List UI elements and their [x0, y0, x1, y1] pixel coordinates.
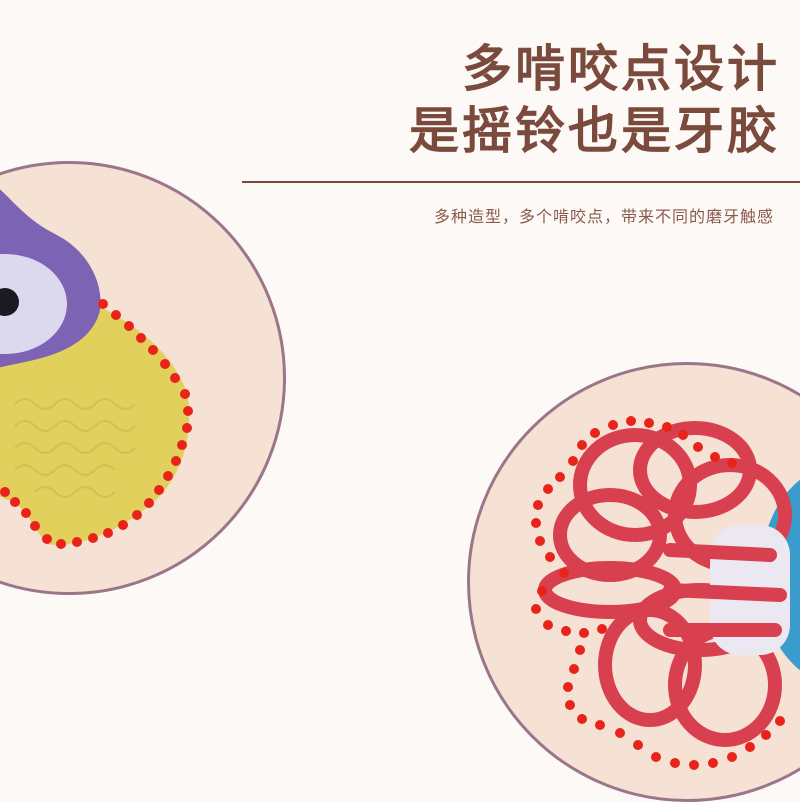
highlight-dots: [531, 416, 785, 770]
owl-eye-pupil: [0, 288, 19, 316]
highlight-dots: [0, 299, 193, 549]
product-closeup-rings: [467, 362, 800, 802]
ring-spokes: [663, 543, 787, 637]
yellow-teether-shape: [0, 304, 190, 545]
divider-line: [242, 181, 800, 183]
headline-line-1: 多啃咬点设计: [462, 40, 780, 98]
headline-line-2: 是摇铃也是牙胶: [409, 102, 780, 160]
teether-illustration: [0, 189, 193, 549]
product-closeup-teether: [0, 161, 286, 595]
subtitle: 多种造型，多个啃咬点，带来不同的磨牙触感: [433, 207, 774, 226]
owl-eye-white: [0, 254, 67, 354]
rings-illustration: [531, 416, 800, 770]
